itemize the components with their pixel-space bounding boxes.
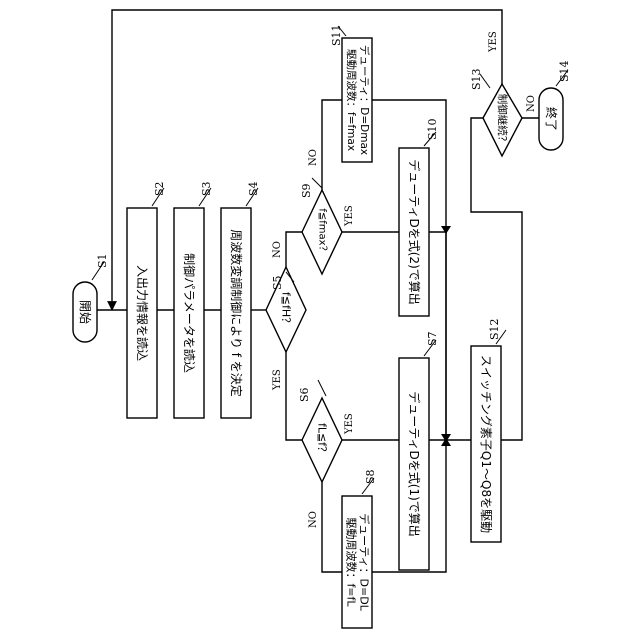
s11-tag: S11 xyxy=(330,24,343,46)
s6-tag: S6 xyxy=(298,387,311,402)
s13-tag: S13 xyxy=(470,68,483,90)
s6-label: fL≦f？ xyxy=(316,423,329,457)
s9-tag: S9 xyxy=(300,183,313,198)
s9-no-label: NO xyxy=(308,149,319,166)
edge-s13-yes-loop xyxy=(112,10,502,310)
step-s7: デューティDを式(1)で算出 S7 xyxy=(399,331,439,570)
s13-no-label: NO xyxy=(526,95,537,112)
edge-s5-no xyxy=(286,232,302,267)
s1-tag: S1 xyxy=(96,253,109,268)
s5-no-label: NO xyxy=(272,241,283,258)
step-s2: 入出力情報を読込 S2 xyxy=(127,181,166,418)
s13-yes-label: YES xyxy=(488,31,499,53)
step-s9: f≦fmax？ S9 YES NO xyxy=(300,149,355,274)
s8-line1: 駆動周波数：f=fL xyxy=(345,517,359,607)
s12-tag: S12 xyxy=(488,318,501,340)
step-s1: 開始 S1 xyxy=(73,253,109,342)
step-s12: スイッチング素子Q1～Q8を駆動 S12 xyxy=(471,318,506,542)
step-s8: 駆動周波数：f=fL デューティ：D=DL S8 xyxy=(342,469,377,628)
s6-no-label: NO xyxy=(308,511,319,528)
s5-label: f≦fH？ xyxy=(280,292,293,328)
s4-tag: S4 xyxy=(247,181,260,196)
end-label: 終了 xyxy=(544,107,559,131)
step-s4: 周波数変調制御により f を決定 S4 xyxy=(221,181,260,418)
s4-label: 周波数変調制御により f を決定 xyxy=(229,229,244,397)
s8-tag: S8 xyxy=(364,469,377,484)
s10-label: デューティDを式(2)で算出 xyxy=(407,159,422,305)
s5-tag: S5 xyxy=(271,275,284,290)
s9-leader xyxy=(312,178,322,188)
edge-s9-no xyxy=(322,100,342,190)
s3-label: 制御パラメータを読込 xyxy=(182,253,197,373)
s10-tag: S10 xyxy=(426,118,439,140)
merge-arrow-bottom xyxy=(441,438,451,446)
s13-label: 制御継続？ xyxy=(496,94,509,147)
step-s13: 制御継続？ S13 YES NO xyxy=(470,31,537,156)
s7-label: デューティDを式(1)で算出 xyxy=(407,391,422,537)
step-s11: 駆動周波数：f=fmax デューティ：D=Dmax S11 xyxy=(330,24,372,162)
s11-line1: 駆動周波数：f=fmax xyxy=(345,49,358,151)
s2-label: 入出力情報を読込 xyxy=(135,265,150,361)
s12-label: スイッチング素子Q1～Q8を駆動 xyxy=(479,355,493,533)
s2-tag: S2 xyxy=(153,181,166,196)
s3-tag: S3 xyxy=(200,181,213,196)
step-s3: 制御パラメータを読込 S3 xyxy=(174,181,213,418)
start-label: 開始 xyxy=(78,300,92,324)
s8-line2: デューティ：D=DL xyxy=(358,513,372,611)
step-s10: デューティDを式(2)で算出 S10 xyxy=(399,118,439,316)
s5-yes-label: YES xyxy=(272,369,283,391)
s6-leader xyxy=(318,380,326,396)
s9-label: f≦fmax？ xyxy=(317,208,328,255)
s9-yes-label: YES xyxy=(344,205,355,227)
s6-yes-label: YES xyxy=(344,413,355,435)
step-s14: 終了 S14 xyxy=(539,60,571,150)
edge-s6-no xyxy=(322,482,342,572)
merge-arrow-top xyxy=(441,226,451,234)
s7-tag: S7 xyxy=(426,331,439,346)
s14-tag: S14 xyxy=(558,60,571,82)
s11-line2: デューティ：D=Dmax xyxy=(358,45,371,155)
